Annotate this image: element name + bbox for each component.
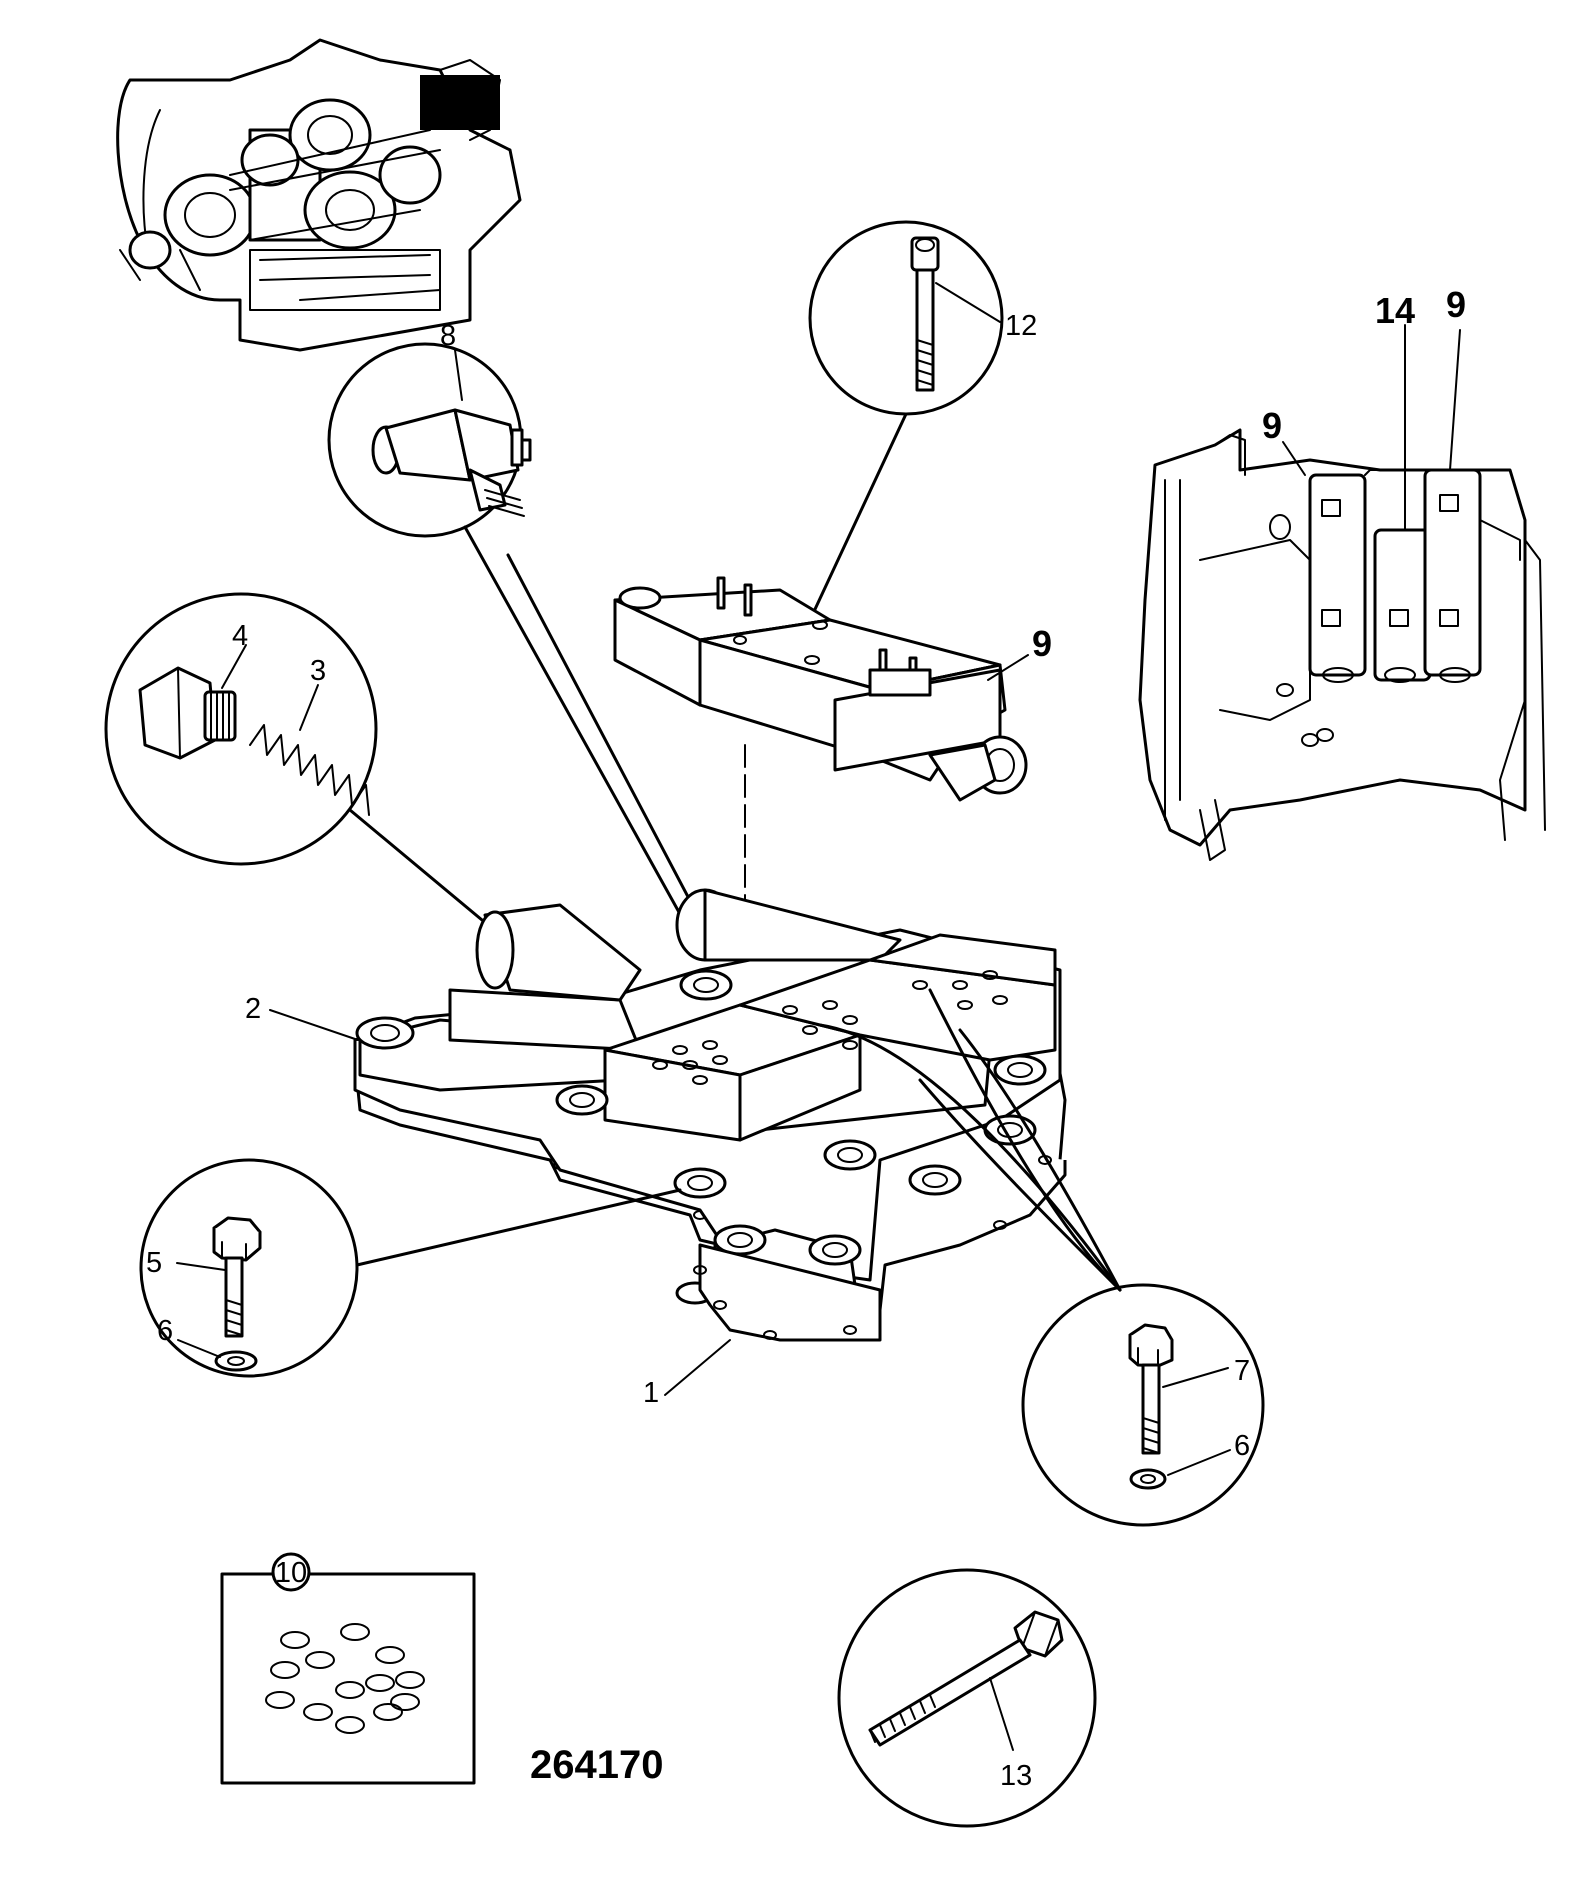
callout-10: 10 xyxy=(275,1557,307,1589)
seal-kit-box-item-10: 10 xyxy=(220,1552,476,1785)
callout-3: 3 xyxy=(310,655,326,687)
callout-9-inset-left: 9 xyxy=(1262,405,1282,446)
callout-4: 4 xyxy=(232,620,248,652)
callout-9-inset-right: 9 xyxy=(1446,284,1466,325)
detail-circle-items-7-6: 7 6 xyxy=(818,988,1265,1527)
solenoid-location-inset: 9 14 9 xyxy=(1138,284,1546,861)
transmission-overview-illustration xyxy=(116,38,522,352)
callout-8: 8 xyxy=(440,320,456,352)
callout-2: 2 xyxy=(245,993,261,1025)
callout-1: 1 xyxy=(643,1377,659,1409)
spring-icon xyxy=(249,724,370,816)
detail-circle-item-13: 13 xyxy=(837,1568,1097,1828)
callout-5: 5 xyxy=(146,1247,162,1279)
o-ring-icon xyxy=(265,1623,425,1734)
valve-block-assembly: 2 1 xyxy=(245,888,1067,1409)
detail-circle-item-12: 12 xyxy=(808,220,1037,622)
callout-13: 13 xyxy=(1000,1760,1032,1792)
callout-9-main: 9 xyxy=(1032,623,1052,664)
detail-circle-items-3-4: 4 3 xyxy=(104,592,502,937)
callout-7: 7 xyxy=(1234,1355,1250,1387)
callout-6a: 6 xyxy=(157,1315,173,1347)
callout-12: 12 xyxy=(1005,310,1037,342)
detail-circle-item-8: 8 xyxy=(327,320,718,952)
callout-14: 14 xyxy=(1375,290,1415,331)
solenoid-assembly: 9 xyxy=(613,576,1052,1006)
diagram-reference-number: 264170 xyxy=(530,1743,663,1787)
callout-6b: 6 xyxy=(1234,1430,1250,1462)
detail-circle-items-5-6: 5 6 xyxy=(139,1158,682,1378)
